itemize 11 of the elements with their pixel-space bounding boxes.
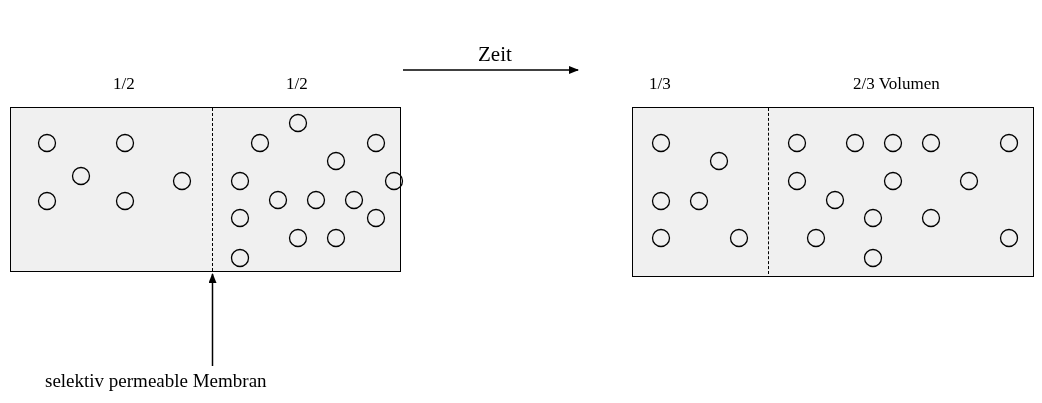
volume-label: 2/3 Volumen	[853, 74, 940, 94]
container-box	[632, 107, 1034, 277]
edge-label: Zeit	[478, 42, 512, 67]
volume-label: 1/3	[649, 74, 671, 94]
membrane-line	[212, 108, 213, 271]
container-box	[10, 107, 401, 272]
leader-line	[208, 273, 217, 367]
arrow	[402, 66, 579, 74]
volume-label: 1/2	[286, 74, 308, 94]
membrane-label: selektiv permeable Membran	[45, 370, 267, 392]
volume-label: 1/2	[113, 74, 135, 94]
